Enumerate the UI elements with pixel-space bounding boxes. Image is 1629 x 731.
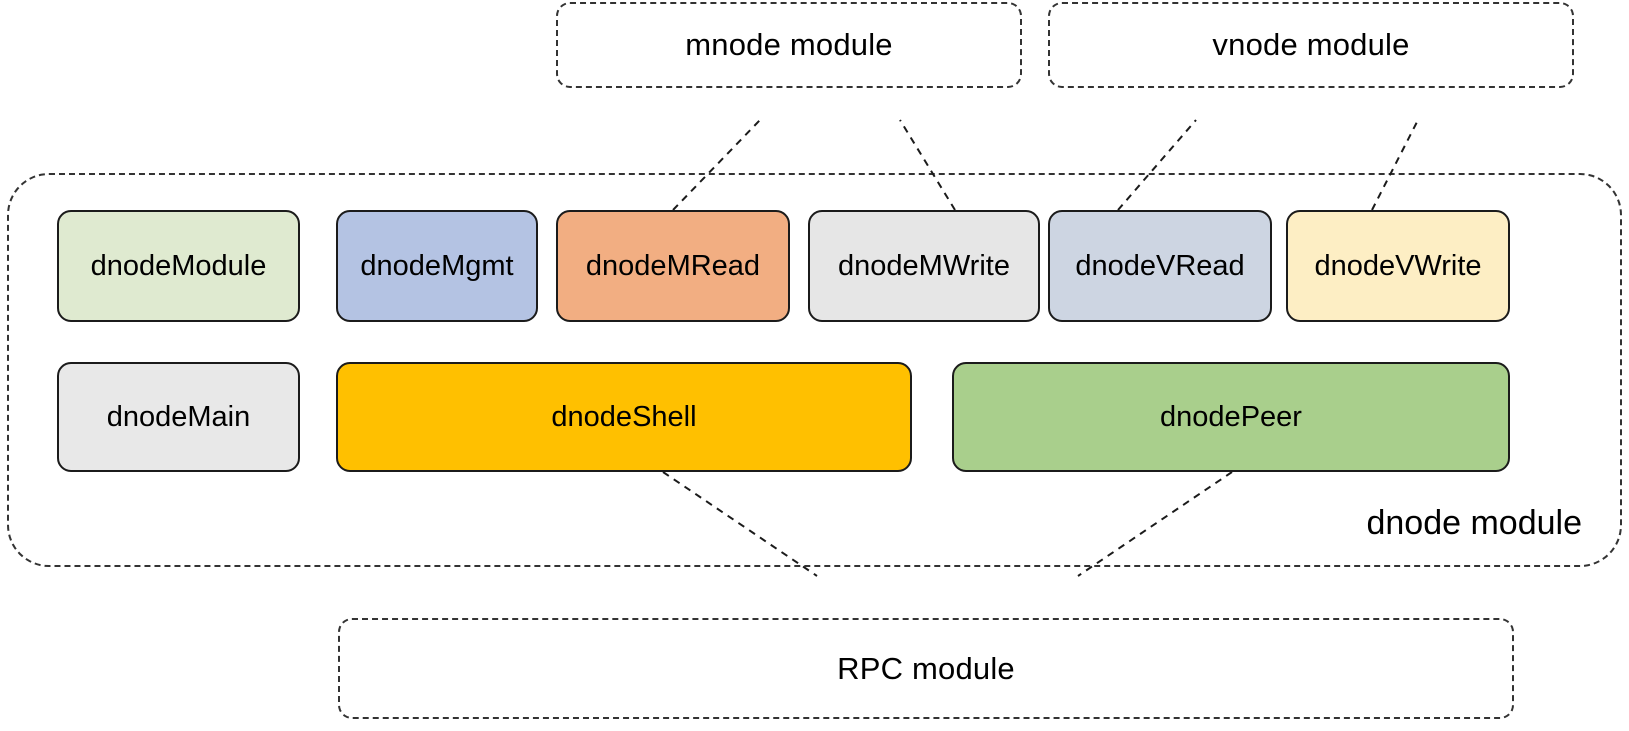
node-box-dnodeMWrite[interactable]: dnodeMWrite <box>808 210 1040 322</box>
node-box-dnodeMgmt[interactable]: dnodeMgmt <box>336 210 538 322</box>
node-box-dnodePeer[interactable]: dnodePeer <box>952 362 1510 472</box>
node-label-dnodeMRead: dnodeMRead <box>585 249 761 282</box>
node-label-dnodeModule: dnodeModule <box>90 249 267 282</box>
rpc-module-box[interactable]: RPC module <box>338 618 1514 719</box>
mnode-module-box[interactable]: mnode module <box>556 2 1022 88</box>
rpc-module-label: RPC module <box>837 650 1015 686</box>
node-label-dnodeMWrite: dnodeMWrite <box>838 249 1010 282</box>
node-box-dnodeVWrite[interactable]: dnodeVWrite <box>1286 210 1510 322</box>
dnode-module-label: dnode module <box>1366 504 1582 542</box>
node-box-dnodeMain[interactable]: dnodeMain <box>57 362 300 472</box>
node-label-dnodeShell: dnodeShell <box>551 400 697 433</box>
vnode-module-label: vnode module <box>1212 27 1410 62</box>
mnode-module-label: mnode module <box>685 27 893 62</box>
node-box-dnodeShell[interactable]: dnodeShell <box>336 362 912 472</box>
node-label-dnodeVRead: dnodeVRead <box>1075 249 1245 282</box>
node-label-dnodePeer: dnodePeer <box>1160 400 1302 433</box>
vnode-module-box[interactable]: vnode module <box>1048 2 1574 88</box>
node-label-dnodeVWrite: dnodeVWrite <box>1314 249 1482 282</box>
node-label-dnodeMgmt: dnodeMgmt <box>360 249 514 282</box>
node-box-dnodeMRead[interactable]: dnodeMRead <box>556 210 790 322</box>
node-label-dnodeMain: dnodeMain <box>106 400 251 433</box>
node-box-dnodeVRead[interactable]: dnodeVRead <box>1048 210 1272 322</box>
node-box-dnodeModule[interactable]: dnodeModule <box>57 210 300 322</box>
